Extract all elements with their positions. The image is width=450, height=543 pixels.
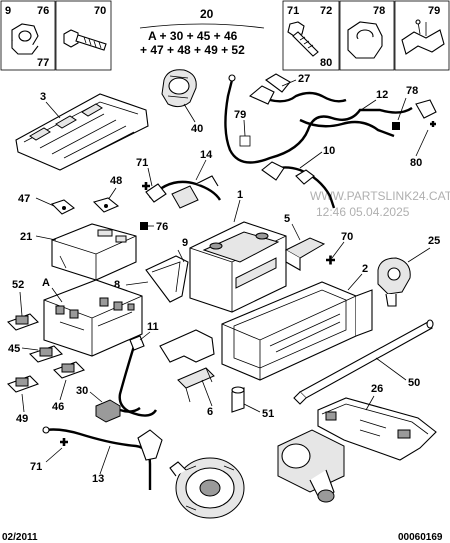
square-marker-76 [140, 222, 148, 230]
callout-78: 78 [406, 85, 418, 97]
part-8-9-strap: 9 8 [114, 237, 189, 303]
callout-79-box: 79 [428, 5, 440, 17]
callout-13: 13 [92, 473, 104, 485]
part-78-80-fixings: 78 80 [392, 85, 437, 169]
callout-9: 9 [182, 237, 188, 249]
watermark-timestamp: 12:46 05.04.2025 [316, 205, 410, 219]
callout-80-box: 80 [320, 57, 332, 69]
callout-10: 10 [323, 145, 335, 157]
callout-71-box: 71 [287, 5, 299, 17]
formula-line-2: + 47 + 48 + 49 + 52 [140, 43, 245, 57]
callout-79: 79 [234, 109, 246, 121]
legend-box-70: 70 [55, 0, 112, 71]
part-40-relay: 40 [161, 69, 203, 135]
part-51-spacer: 51 [231, 386, 274, 420]
callout-A: A [42, 277, 50, 289]
part-wiring-loom: 27 79 12 [224, 73, 413, 164]
part-25-sensor: 25 [377, 235, 440, 307]
legend-box-71-72-80: 71 72 80 [282, 0, 340, 71]
callout-1: 1 [237, 189, 243, 201]
callout-30: 30 [76, 385, 88, 397]
callout-71-upper: 71 [136, 157, 148, 169]
callout-70-box: 70 [94, 5, 106, 17]
callout-26: 26 [371, 383, 383, 395]
callout-50: 50 [408, 377, 420, 389]
footer-date: 02/2011 [2, 532, 38, 543]
part-45-fuse: 45 [8, 343, 64, 363]
formula-title: 20 [200, 7, 214, 21]
callout-49: 49 [16, 413, 28, 425]
part-49-fuse: 49 [7, 375, 39, 425]
square-marker-78 [392, 122, 400, 130]
callout-77: 77 [37, 57, 49, 69]
legend-box-9-76-77: 9 76 77 [0, 0, 56, 71]
part-50-rod: 50 [293, 319, 434, 405]
part-5-cover: 5 [284, 213, 326, 271]
part-3-cover: 3 [15, 91, 149, 171]
kit-formula: 20 A + 30 + 45 + 46 + 47 + 48 + 49 + 52 [139, 7, 265, 57]
legend-box-78: 78 [339, 0, 395, 71]
callout-25: 25 [428, 235, 440, 247]
callout-80: 80 [410, 157, 422, 169]
callout-14: 14 [200, 149, 213, 161]
callout-51: 51 [262, 408, 274, 420]
watermark-site: WWW.PARTSLINK24.CATS.RU [310, 189, 450, 203]
callout-47: 47 [18, 193, 30, 205]
part-A-fusebox: A [42, 277, 143, 357]
callout-76: 76 [156, 221, 168, 233]
alternator [169, 457, 245, 519]
callout-3: 3 [40, 91, 46, 103]
callout-71-lower: 71 [30, 461, 42, 473]
part-30-sensor: 30 [76, 385, 141, 423]
callout-72: 72 [320, 5, 332, 17]
callout-8: 8 [114, 279, 120, 291]
callout-40: 40 [191, 123, 203, 135]
callout-78-box: 78 [373, 5, 385, 17]
callout-2: 2 [362, 263, 368, 275]
callout-5: 5 [284, 213, 290, 225]
callout-48: 48 [110, 175, 122, 187]
legend-box-79: 79 [394, 0, 450, 71]
part-1-battery: 1 [189, 189, 287, 313]
callout-70: 70 [341, 231, 353, 243]
callout-9: 9 [5, 5, 11, 17]
footer-ref: 00060169 [398, 532, 443, 543]
callout-76: 76 [37, 5, 49, 17]
part-48-clip: 48 [92, 175, 122, 213]
callout-46: 46 [52, 401, 64, 413]
starter-motor [277, 429, 345, 503]
hex-nut-icon [347, 21, 383, 59]
callout-6: 6 [207, 406, 213, 418]
part-21-fusebox: 21 [20, 223, 137, 281]
part-14-bracket: 14 71 76 [136, 149, 222, 233]
part-70-bolt: 70 [326, 231, 353, 265]
nut-flange-icon [11, 23, 39, 55]
callout-45: 45 [8, 343, 20, 355]
part-47-clip: 47 [18, 193, 76, 215]
part-2-tray: 2 [221, 263, 373, 381]
callout-27: 27 [298, 73, 310, 85]
part-11-cable: 11 [118, 321, 159, 417]
part-10-cable: 10 [261, 145, 335, 209]
part-6-bracket: 6 [159, 329, 215, 418]
callout-52: 52 [12, 279, 24, 291]
watermark: WWW.PARTSLINK24.CATS.RU 12:46 05.04.2025 [310, 189, 450, 219]
part-46-fuse: 46 [52, 361, 85, 413]
bolt-icon [63, 29, 107, 51]
callout-11: 11 [147, 321, 159, 333]
flange-bolt-icon [287, 21, 319, 57]
callout-12: 12 [376, 89, 388, 101]
formula-line-1: A + 30 + 45 + 46 [148, 29, 238, 43]
part-52-fuse: 52 [7, 279, 39, 331]
part-26-bracket: 26 [317, 383, 437, 461]
callout-21: 21 [20, 231, 32, 243]
part-13-cable: 13 71 [30, 426, 163, 490]
clip-bracket-icon [401, 19, 445, 55]
